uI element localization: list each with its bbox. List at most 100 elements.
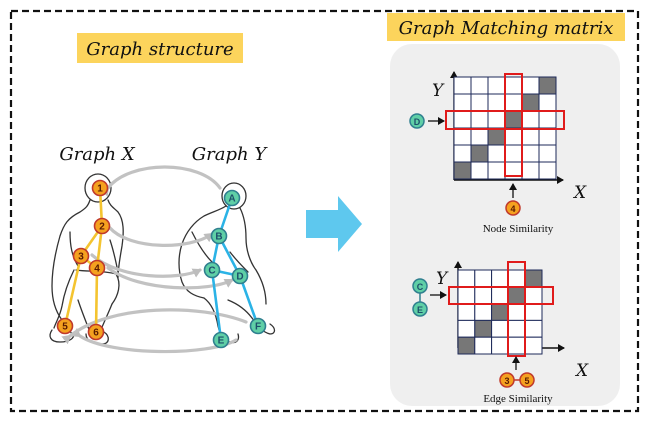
edge-matrix-cell bbox=[524, 336, 543, 355]
graph-y-label: Graph Y bbox=[192, 144, 269, 165]
edge-row-marker-e bbox=[412, 301, 428, 317]
node-matrix-cell bbox=[521, 76, 540, 95]
node-matrix-cell bbox=[487, 76, 506, 95]
graph-x-node-label: 3 bbox=[78, 252, 84, 263]
node-matrix-cell bbox=[504, 93, 523, 112]
node-matrix-cell bbox=[487, 110, 506, 129]
node-matrix-y-label: Y bbox=[432, 81, 445, 101]
node-matrix-column-box bbox=[504, 73, 523, 177]
edge-matrix-cell bbox=[491, 319, 509, 338]
node-matrix-cell bbox=[521, 161, 540, 180]
edge-matrix-x-label: X bbox=[574, 361, 589, 381]
graph-y-node-A bbox=[223, 189, 241, 207]
edge-matrix-caption: Edge Similarity bbox=[483, 393, 553, 405]
graph-x-node-label: 5 bbox=[62, 322, 68, 333]
left-title-highlight bbox=[77, 33, 243, 63]
edge-column-marker-3 bbox=[499, 372, 515, 388]
edge-row-marker-c bbox=[412, 278, 428, 294]
graph-x-node-4 bbox=[88, 259, 106, 277]
node-matrix-cell bbox=[453, 127, 472, 146]
edge-matrix-cell bbox=[474, 303, 493, 321]
graph-y-node-D bbox=[231, 267, 249, 285]
node-similarity-matrix: Y X D 4 Node Similarity bbox=[409, 71, 587, 235]
edge-similarity-matrix: Y X C E 3 5 Edge Similarity bbox=[412, 261, 589, 405]
graph-x-node-6 bbox=[87, 323, 105, 341]
node-matrix-x-label: X bbox=[572, 183, 587, 203]
node-matrix-cell bbox=[470, 161, 489, 180]
big-transition-arrow bbox=[306, 196, 362, 252]
graph-y-node-F bbox=[249, 317, 267, 335]
edge-column-marker-5-label: 5 bbox=[524, 376, 529, 386]
graph-x-node-label: 6 bbox=[93, 328, 99, 339]
node-matrix-cell bbox=[487, 127, 506, 146]
edge-matrix-cell bbox=[474, 319, 493, 338]
graph-y-node-label: B bbox=[215, 232, 222, 243]
node-matrix-cell bbox=[470, 76, 489, 95]
node-matrix-cell bbox=[453, 110, 472, 129]
node-matrix-cell bbox=[453, 76, 472, 95]
node-matrix-row-box bbox=[445, 110, 565, 130]
right-title: Graph Matching matrix bbox=[399, 18, 614, 39]
edge-matrix-cell bbox=[507, 336, 526, 355]
edge-matrix-cell bbox=[507, 269, 526, 288]
edge-matrix-cell bbox=[507, 303, 526, 321]
node-matrix-cell bbox=[538, 110, 557, 129]
node-matrix-cell bbox=[470, 127, 489, 146]
node-matrix-cell bbox=[538, 161, 557, 180]
node-matrix-cell bbox=[470, 144, 489, 163]
graph-x-edge-4-6 bbox=[94, 266, 99, 334]
graph-y-edge-D-F bbox=[238, 274, 260, 328]
node-matrix-cell bbox=[504, 127, 523, 146]
matrix-panel bbox=[390, 44, 620, 406]
edge-matrix-cell bbox=[491, 269, 509, 288]
node-matrix-cell bbox=[487, 161, 506, 180]
node-row-marker bbox=[409, 113, 425, 129]
graph-y-node-E bbox=[212, 331, 230, 349]
node-row-marker-label: D bbox=[414, 117, 421, 127]
node-matrix-cell bbox=[487, 93, 506, 112]
edge-matrix-cell bbox=[457, 319, 476, 338]
graph-x-node-label: 2 bbox=[99, 222, 105, 233]
edge-row-marker-c-label: C bbox=[417, 282, 424, 292]
edge-column-marker-5 bbox=[519, 372, 535, 388]
edge-matrix-cell bbox=[491, 286, 509, 305]
graph-y-node-label: C bbox=[208, 266, 215, 277]
edge-matrix-cell bbox=[474, 286, 493, 305]
node-matrix-cell bbox=[521, 144, 540, 163]
graph-x-node-label: 1 bbox=[97, 184, 103, 195]
graph-x-node-label: 4 bbox=[94, 264, 100, 275]
graph-x-edge-3-5 bbox=[63, 254, 83, 328]
graph-y-node-label: D bbox=[236, 272, 243, 283]
edge-matrix-cell bbox=[524, 303, 543, 321]
edge-matrix-cell bbox=[457, 336, 476, 355]
edge-matrix-cell bbox=[457, 303, 476, 321]
node-matrix-cell bbox=[453, 161, 472, 180]
edge-column-marker-3-label: 3 bbox=[504, 376, 509, 386]
node-matrix-cell bbox=[453, 144, 472, 163]
outer-dashed-frame bbox=[9, 9, 640, 413]
node-matrix-grid bbox=[453, 76, 557, 180]
node-matrix-cell bbox=[538, 144, 557, 163]
graph-x-node-5 bbox=[56, 317, 74, 335]
edge-matrix-cell bbox=[474, 336, 493, 355]
node-matrix-cell bbox=[504, 110, 523, 129]
graph-y-node-B bbox=[210, 227, 228, 245]
node-matrix-cell bbox=[521, 93, 540, 112]
left-title: Graph structure bbox=[86, 39, 233, 60]
graph-y-node-C bbox=[203, 261, 221, 279]
graph-y-node-label: A bbox=[228, 194, 235, 205]
node-matrix-cell bbox=[538, 93, 557, 112]
edge-matrix-y-label: Y bbox=[436, 269, 449, 289]
graph-x-nodes: 1 2 34 5 6 bbox=[56, 179, 111, 341]
graph-y-edge-C-E bbox=[210, 268, 223, 342]
edge-matrix-cell bbox=[507, 319, 526, 338]
edge-matrix-cell bbox=[457, 269, 476, 288]
node-matrix-cell bbox=[521, 110, 540, 129]
node-matrix-cell bbox=[504, 144, 523, 163]
edge-matrix-row-box bbox=[448, 286, 554, 305]
right-title-highlight bbox=[387, 13, 625, 41]
graph-x-node-1 bbox=[91, 179, 109, 197]
edge-matrix-cell bbox=[491, 303, 509, 321]
